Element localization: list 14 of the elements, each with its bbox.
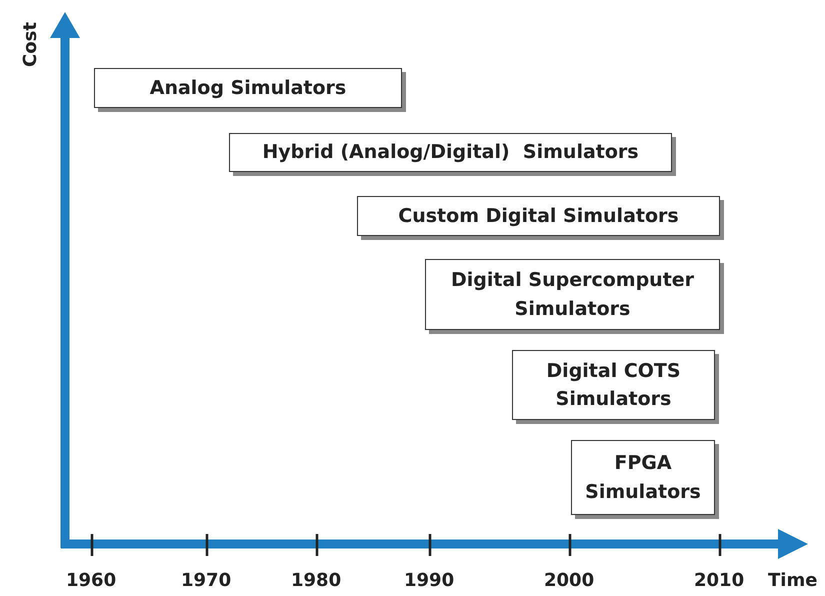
tick-label: 2010 (694, 570, 744, 591)
tick-label: 2000 (544, 570, 594, 591)
tick-label: 1970 (181, 570, 232, 591)
box-label: Digital COTS Simulators (545, 358, 682, 412)
tick-label: 1990 (404, 570, 454, 591)
box-label: FPGA Simulators (584, 451, 702, 504)
tick-label: 1960 (66, 570, 116, 591)
axis-label: Cost (20, 22, 41, 67)
axis-label: Time (768, 570, 818, 591)
box-label: Digital Supercomputer Simulators (450, 268, 696, 322)
box-label: Custom Digital Simulators (398, 204, 679, 229)
box-label: Hybrid (Analog/Digital) Simulators (262, 140, 639, 166)
box-label: Analog Simulators (150, 76, 346, 101)
tick-label: 1980 (291, 570, 342, 591)
